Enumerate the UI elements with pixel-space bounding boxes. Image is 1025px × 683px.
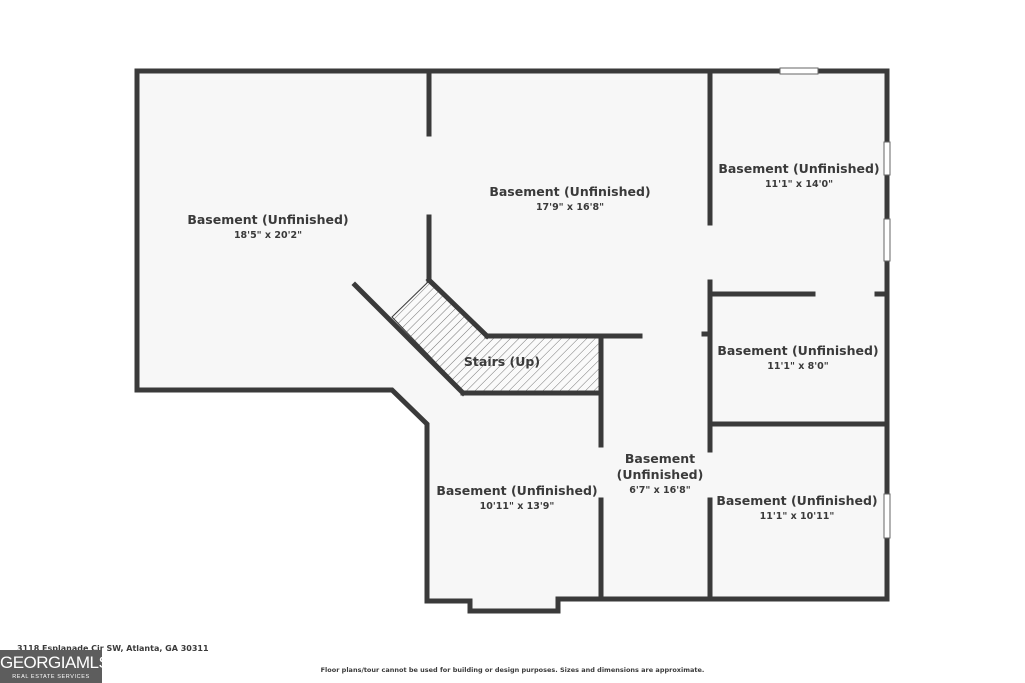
room-dimensions: 17'9" x 16'8" (536, 202, 604, 213)
windows (779, 67, 891, 539)
stairs-label: Stairs (Up) (464, 354, 540, 369)
disclaimer-text: Floor plans/tour cannot be used for buil… (320, 666, 705, 674)
room-name: Basement (Unfinished) (489, 184, 650, 199)
room-name: Basement (Unfinished) (716, 493, 877, 508)
room-label: Basement (Unfinished) 11'1" x 10'11" (716, 493, 877, 522)
interior-walls (351, 68, 890, 602)
room-name: Basement (Unfinished) (436, 483, 597, 498)
room-label: Basement (Unfinished) 6'7" x 16'8" (617, 451, 704, 496)
room-label: Basement (Unfinished) 17'9" x 16'8" (489, 184, 650, 213)
property-address: 3118 Esplanade Cir SW, Atlanta, GA 30311 (17, 644, 209, 653)
room-label: Basement (Unfinished) 10'11" x 13'9" (436, 483, 597, 512)
room-label: Basement (Unfinished) 11'1" x 8'0" (717, 343, 878, 372)
room-name: Basement (Unfinished) (187, 212, 348, 227)
room-label: Basement (Unfinished) 11'1" x 14'0" (718, 161, 879, 190)
window (883, 218, 891, 262)
room-label: Basement (Unfinished) 18'5" x 20'2" (187, 212, 348, 241)
logo-text: GEORGIAMLS (0, 653, 110, 672)
window (779, 67, 819, 75)
room-dimensions: 11'1" x 14'0" (765, 179, 833, 190)
room-name: Basement (Unfinished) (718, 161, 879, 176)
room-name: Basement (625, 451, 695, 466)
exterior-wall (134, 68, 890, 614)
room-name: Basement (Unfinished) (717, 343, 878, 358)
room-dimensions: 11'1" x 10'11" (760, 511, 835, 522)
logo-subtext: REAL ESTATE SERVICES (12, 674, 90, 680)
room-dimensions: 18'5" x 20'2" (234, 230, 302, 241)
room-dimensions: 6'7" x 16'8" (629, 485, 691, 496)
room-name: (Unfinished) (617, 467, 704, 482)
window (883, 493, 891, 539)
room-dimensions: 10'11" x 13'9" (480, 501, 555, 512)
window (883, 141, 891, 176)
room-dimensions: 11'1" x 8'0" (767, 361, 829, 372)
georgia-mls-logo: GEORGIAMLS REAL ESTATE SERVICES (0, 650, 110, 683)
